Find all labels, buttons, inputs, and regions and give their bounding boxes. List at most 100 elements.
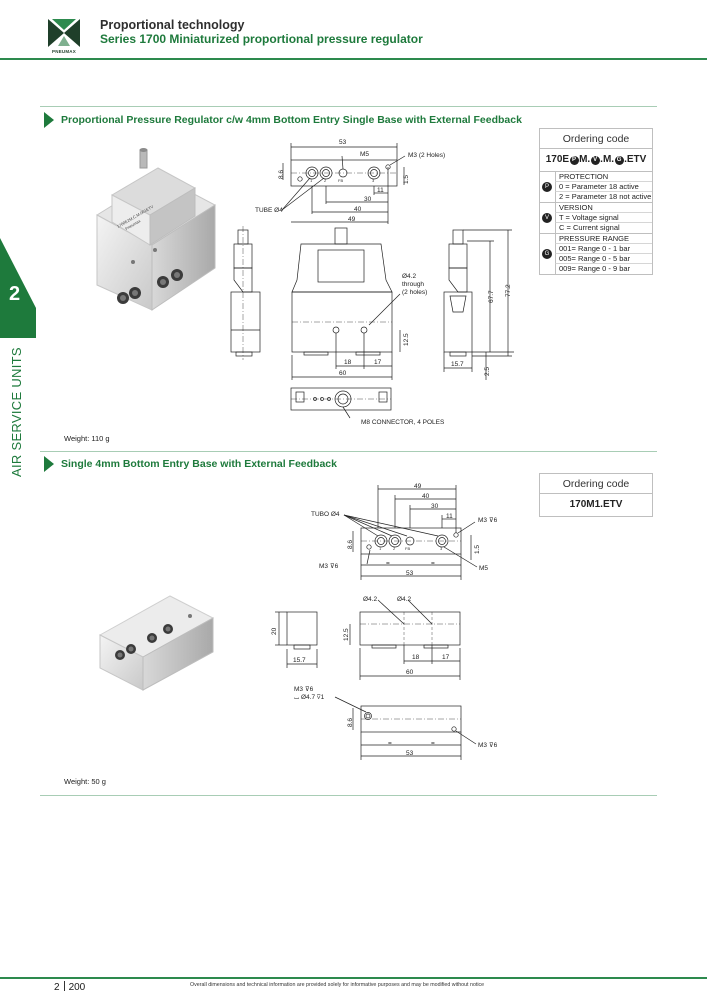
section1-weight: Weight: 110 g: [64, 434, 110, 443]
dim-12-5: 12.5: [343, 628, 350, 641]
port-label: FB: [338, 178, 343, 183]
logo-text: PNEUMAX: [52, 49, 76, 54]
dim-30: 30: [364, 196, 372, 203]
dim-40: 40: [422, 493, 430, 500]
right-side-view: [443, 229, 514, 380]
dim-40: 40: [354, 206, 362, 213]
logo-emblem: [44, 16, 84, 50]
port-label: 2: [393, 546, 396, 551]
dim-20: 20: [271, 627, 278, 635]
option-marker-p: P: [542, 182, 552, 192]
dim-m3-depth: M3 ⊽6: [478, 741, 498, 749]
port-label: 2: [324, 178, 327, 183]
port-fittings: [117, 248, 183, 304]
code-part: 170E: [545, 154, 570, 165]
dim-equal: =: [388, 740, 392, 747]
option-row: 005= Range 0 - 5 bar: [555, 254, 652, 264]
option-group-protection: P PROTECTION 0 = Parameter 18 active 2 =…: [540, 171, 652, 202]
footer-disclaimer: Overall dimensions and technical informa…: [190, 982, 485, 988]
bottom-view: [290, 387, 392, 419]
connector-label: M8 CONNECTOR, 4 POLES: [361, 419, 445, 426]
dim-counterbore-thread: M3 ⊽6: [294, 685, 314, 693]
front-view-dimensions: Ø4.2 through (2 holes) 12.5 18 17 60: [339, 273, 427, 377]
option-marker-v: V: [542, 213, 552, 223]
dim-18: 18: [344, 359, 352, 366]
page-number: 2 200: [54, 981, 85, 993]
dim-8-6: 8.6: [347, 718, 354, 727]
ordering-code-heading: Ordering code: [540, 129, 652, 149]
section2-rule: [40, 451, 657, 452]
dim-8-6: 8.6: [278, 170, 285, 179]
footer-page: 200: [68, 982, 86, 993]
dim-1-5: 1.5: [474, 545, 481, 554]
section2-ordering-table: Ordering code 170M1.ETV: [539, 473, 653, 517]
code-part: .ETV: [624, 154, 647, 165]
dim-49: 49: [348, 216, 356, 223]
option-row: C = Current signal: [555, 223, 652, 233]
dim-equal: =: [431, 740, 435, 747]
option-group-version: V VERSION T = Voltage signal C = Current…: [540, 202, 652, 233]
base-top-view: [343, 485, 478, 580]
header-subtitle: Series 1700 Miniaturized proportional pr…: [100, 32, 423, 46]
dim-tube: TUBE Ø4: [255, 207, 283, 214]
dim-m5: M5: [479, 565, 488, 572]
dim-hole-2: Ø4.2: [397, 596, 411, 603]
dim-hole-count: (2 holes): [402, 289, 427, 296]
dim-8-6: 8.6: [347, 540, 354, 549]
option-row: 0 = Parameter 18 active: [555, 182, 652, 192]
header-title: Proportional technology: [100, 18, 245, 32]
option-marker-g: G: [542, 249, 552, 259]
option-heading: PROTECTION: [555, 172, 652, 182]
section2-bottom-rule: [40, 795, 657, 796]
chapter-number: 2: [9, 283, 21, 305]
dim-67-7: 67.7: [488, 290, 495, 303]
regulator-photo: 1700E2M.C.M.001ETV Pneumax: [96, 148, 216, 311]
code-part: M.: [579, 154, 591, 165]
dim-53: 53: [406, 570, 414, 577]
dim-53: 53: [339, 139, 347, 146]
section1-arrow-icon: [44, 112, 54, 128]
section2-weight: Weight: 50 g: [64, 777, 106, 786]
option-row: 009= Range 0 - 9 bar: [555, 264, 652, 274]
dim-18: 18: [412, 654, 420, 661]
dim-11: 11: [377, 187, 384, 194]
option-heading: VERSION: [555, 203, 652, 213]
dim-1-5: 1.5: [403, 175, 410, 184]
top-view-port-labels: 1 2 FB 3: [310, 178, 375, 183]
dim-m3-holes: M3 (2 Holes): [408, 152, 445, 159]
dim-12-5: 12.5: [403, 333, 410, 346]
port-label: 3: [372, 178, 375, 183]
chapter-tab: [0, 238, 36, 338]
port-label: 3: [440, 546, 443, 551]
base-front-dimensions: Ø4.2 Ø4.2 12.5 18 17 60: [343, 596, 450, 676]
option-row: 001= Range 0 - 1 bar: [555, 244, 652, 254]
dim-hole-through: through: [402, 281, 424, 288]
dim-15-7: 15.7: [293, 657, 306, 664]
top-view-drawing: [281, 143, 406, 224]
code-marker-p: P: [569, 156, 579, 165]
dim-60: 60: [406, 669, 414, 676]
base-front-view: [349, 599, 461, 680]
dim-17: 17: [442, 654, 450, 661]
base-top-dimensions: 49 40 30 11 TUBO Ø4 M3 ⊽6 8.6 1.5 M3 ⊽6 …: [311, 483, 498, 577]
port-label: 1: [379, 546, 382, 551]
base-bottom-view: [334, 696, 477, 760]
dim-30: 30: [431, 503, 439, 510]
footer-separator: [63, 981, 65, 991]
section1-title: Proportional Pressure Regulator c/w 4mm …: [61, 114, 522, 126]
port-label: FB: [405, 546, 410, 551]
port-label: 1: [310, 178, 313, 183]
code-marker-v: V: [590, 156, 600, 165]
code-marker-g: G: [614, 156, 624, 165]
option-group-pressure-range: G PRESSURE RANGE 001= Range 0 - 1 bar 00…: [540, 233, 652, 274]
dim-53: 53: [406, 750, 414, 757]
header-rule: [0, 58, 707, 60]
dim-2-5: 2.5: [484, 367, 491, 376]
footer-chapter: 2: [54, 982, 60, 993]
dim-m3-depth-left: M3 ⊽6: [319, 562, 339, 570]
dim-equal: =: [431, 560, 435, 567]
option-row: 2 = Parameter 18 not active: [555, 192, 652, 202]
